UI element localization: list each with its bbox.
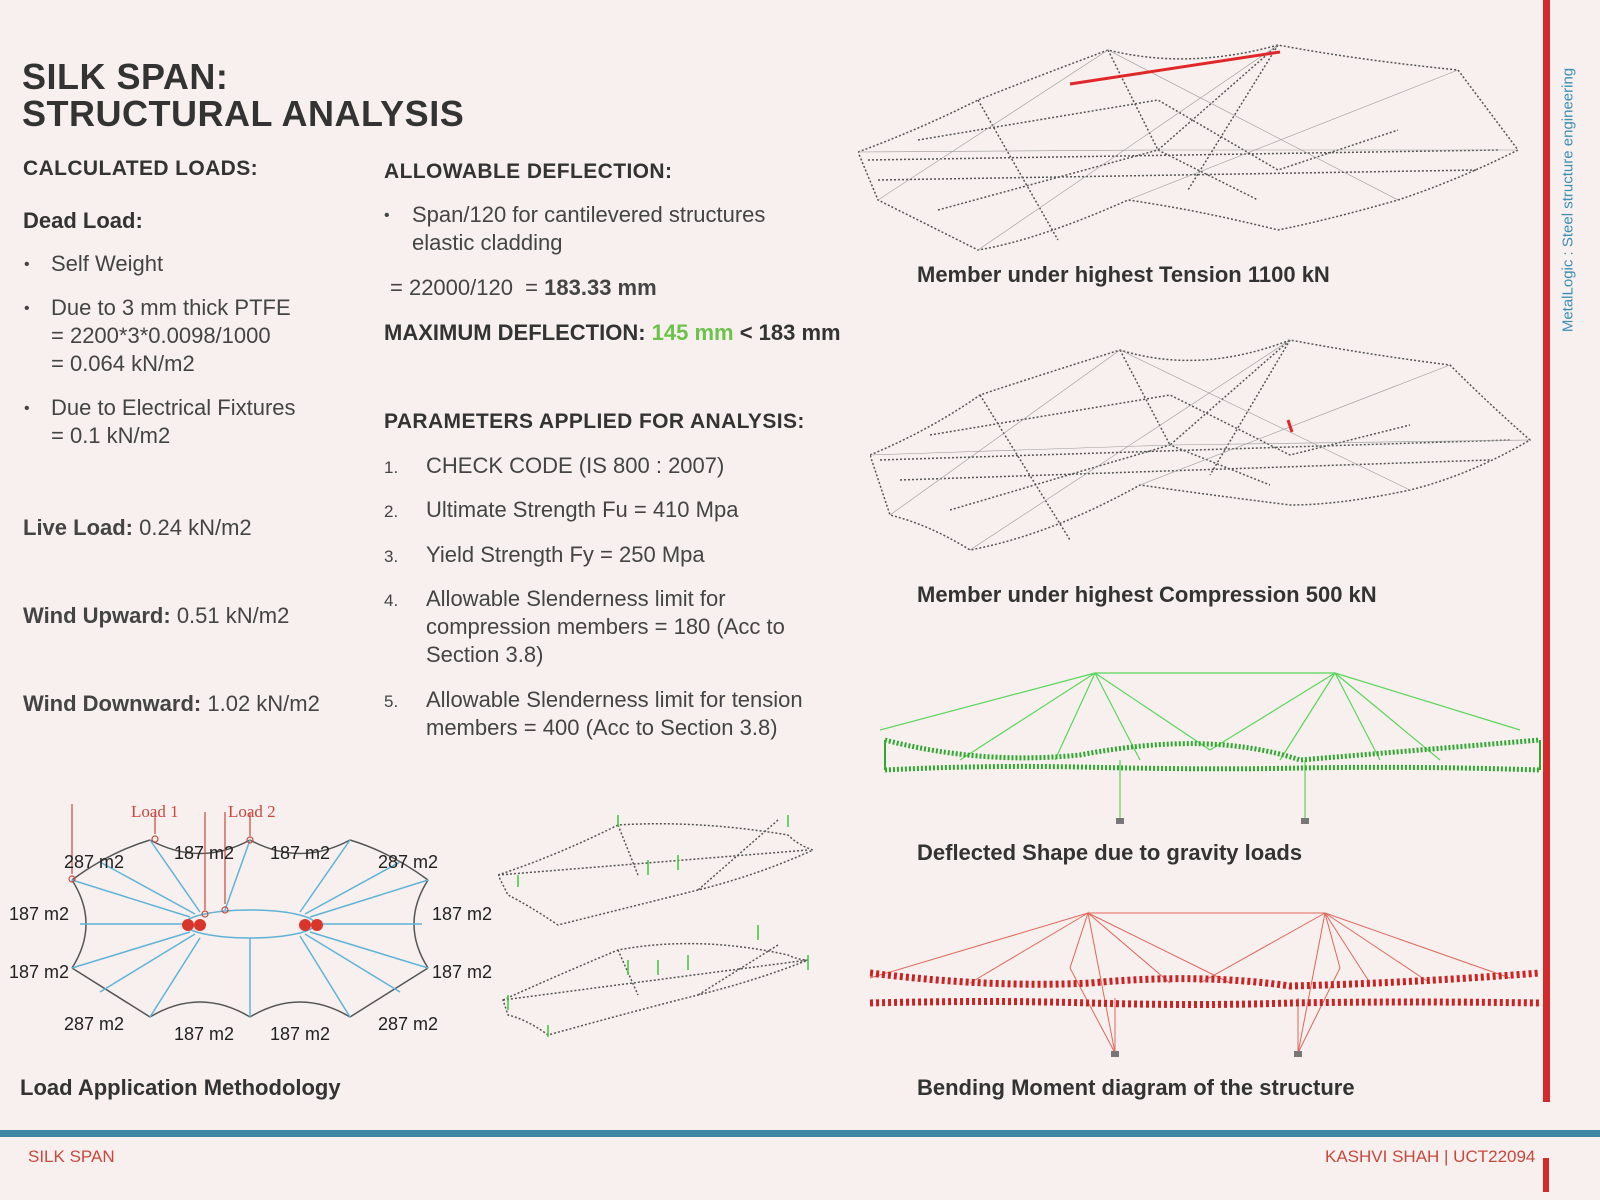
title-line-2: STRUCTURAL ANALYSIS xyxy=(22,93,465,134)
param-number: 5. xyxy=(384,692,399,711)
bending-moment-diagram xyxy=(870,911,1541,1057)
area-label: 187 m2 xyxy=(270,1024,331,1044)
deflected-caption: Deflected Shape due to gravity loads xyxy=(917,840,1303,865)
tension-caption: Member under highest Tension 1100 kN xyxy=(917,262,1330,287)
ptfe-line-2: = 2200*3*0.0098/1000 xyxy=(51,323,271,348)
bullet-icon: • xyxy=(24,400,30,417)
bullet-icon: • xyxy=(24,300,30,317)
title-line-1: SILK SPAN: xyxy=(22,56,229,97)
area-label: 287 m2 xyxy=(378,1014,439,1034)
wind-upward-value: 0.51 kN/m2 xyxy=(176,603,290,628)
footer-right: KASHVI SHAH | UCT22094 xyxy=(1325,1147,1536,1166)
param-number: 2. xyxy=(384,502,399,521)
max-deflection-limit: < 183 mm xyxy=(733,320,841,345)
wind-downward-row: Wind Downward: 1.02 kN/m2 xyxy=(23,690,320,718)
area-label: 187 m2 xyxy=(432,904,493,924)
deflected-shape-diagram xyxy=(880,672,1541,824)
bending-caption: Bending Moment diagram of the structure xyxy=(917,1075,1355,1100)
tension-structure-diagram xyxy=(858,44,1520,251)
ptfe-load-text: Due to 3 mm thick PTFE = 2200*3*0.0098/1… xyxy=(51,294,291,378)
compression-caption: Member under highest Compression 500 kN xyxy=(917,582,1377,607)
param-number: 1. xyxy=(384,458,399,477)
footer-accent-mark xyxy=(1543,1158,1549,1192)
footer-left: SILK SPAN xyxy=(28,1147,115,1166)
load-application-3d-diagram xyxy=(498,815,816,1037)
deflection-rule-text: Span/120 for cantilevered structures ela… xyxy=(412,201,765,257)
wind-upward-row: Wind Upward: 0.51 kN/m2 xyxy=(23,602,289,630)
electrical-load-text: Due to Electrical Fixtures = 0.1 kN/m2 xyxy=(51,394,296,450)
bullet-icon: • xyxy=(384,207,390,224)
param-item-4-line-1: Allowable Slenderness limit for xyxy=(426,586,726,611)
right-accent-line xyxy=(1543,0,1550,1102)
deflection-calc-result: 183.33 mm xyxy=(544,275,657,300)
wind-downward-label: Wind Downward: xyxy=(23,691,202,716)
param-item-5-line-1: Allowable Slenderness limit for tension xyxy=(426,687,803,712)
param-item-3: Yield Strength Fy = 250 Mpa xyxy=(426,542,705,567)
self-weight-text: Self Weight xyxy=(51,251,164,276)
area-label: 187 m2 xyxy=(270,843,331,863)
live-load-label: Live Load: xyxy=(23,515,134,540)
load-methodology-caption: Load Application Methodology xyxy=(20,1075,341,1100)
area-label: 287 m2 xyxy=(64,1014,125,1034)
max-deflection-row: MAXIMUM DEFLECTION: 145 mm < 183 mm xyxy=(384,320,841,346)
live-load-row: Live Load: 0.24 kN/m2 xyxy=(23,514,252,542)
live-load-value: 0.24 kN/m2 xyxy=(139,515,252,540)
param-number: 3. xyxy=(384,547,399,566)
param-number: 4. xyxy=(384,591,399,610)
max-deflection-label: MAXIMUM DEFLECTION: xyxy=(384,320,652,345)
electrical-line-1: Due to Electrical Fixtures xyxy=(51,395,296,420)
area-label: 187 m2 xyxy=(432,962,493,982)
param-item-2: Ultimate Strength Fu = 410 Mpa xyxy=(426,497,739,522)
ptfe-line-1: Due to 3 mm thick PTFE xyxy=(51,295,291,320)
param-item-4-line-3: Section 3.8) xyxy=(426,642,544,667)
area-label: 187 m2 xyxy=(9,962,70,982)
deflection-calc: = 22000/120 = 183.33 mm xyxy=(390,274,657,302)
page-title: SILK SPAN: STRUCTURAL ANALYSIS xyxy=(22,58,464,132)
param-item-5-line-2: members = 400 (Acc to Section 3.8) xyxy=(426,715,778,740)
area-label: 287 m2 xyxy=(378,852,439,872)
highest-tension-member xyxy=(1069,50,1281,86)
allowable-deflection-heading: ALLOWABLE DEFLECTION: xyxy=(384,160,673,183)
parameters-heading: PARAMETERS APPLIED FOR ANALYSIS: xyxy=(384,410,805,433)
load-application-2d-diagram xyxy=(68,804,429,1018)
param-item-5: Allowable Slenderness limit for tension … xyxy=(426,686,803,742)
area-label: 187 m2 xyxy=(174,1024,235,1044)
compression-structure-diagram xyxy=(870,339,1532,551)
deflection-rule-line-2: elastic cladding xyxy=(412,230,563,255)
highest-compression-member xyxy=(1286,419,1294,433)
param-item-1: CHECK CODE (IS 800 : 2007) xyxy=(426,453,725,478)
bullet-icon: • xyxy=(24,256,30,273)
area-label: 187 m2 xyxy=(9,904,70,924)
calculated-loads-heading: CALCULATED LOADS: xyxy=(23,157,259,180)
footer-bar xyxy=(0,1130,1600,1137)
electrical-line-2: = 0.1 kN/m2 xyxy=(51,423,171,448)
param-item-4-line-2: compression members = 180 (Acc to xyxy=(426,614,785,639)
ptfe-line-3: = 0.064 kN/m2 xyxy=(51,351,195,376)
dead-load-heading: Dead Load: xyxy=(23,208,143,233)
param-item-4: Allowable Slenderness limit for compress… xyxy=(426,585,785,669)
wind-downward-value: 1.02 kN/m2 xyxy=(207,691,320,716)
deflection-calc-expression: = 22000/120 = xyxy=(390,275,545,300)
deflection-rule-line-1: Span/120 for cantilevered structures xyxy=(412,202,766,227)
wind-upward-label: Wind Upward: xyxy=(23,603,171,628)
area-label: 187 m2 xyxy=(174,843,235,863)
load-1-label: Load 1 xyxy=(131,802,179,821)
area-label: 287 m2 xyxy=(64,852,125,872)
sidebar-text: MetalLogic : Steel structure engineering xyxy=(1559,67,1577,333)
max-deflection-value: 145 mm xyxy=(651,320,734,345)
load-2-label: Load 2 xyxy=(228,802,276,821)
